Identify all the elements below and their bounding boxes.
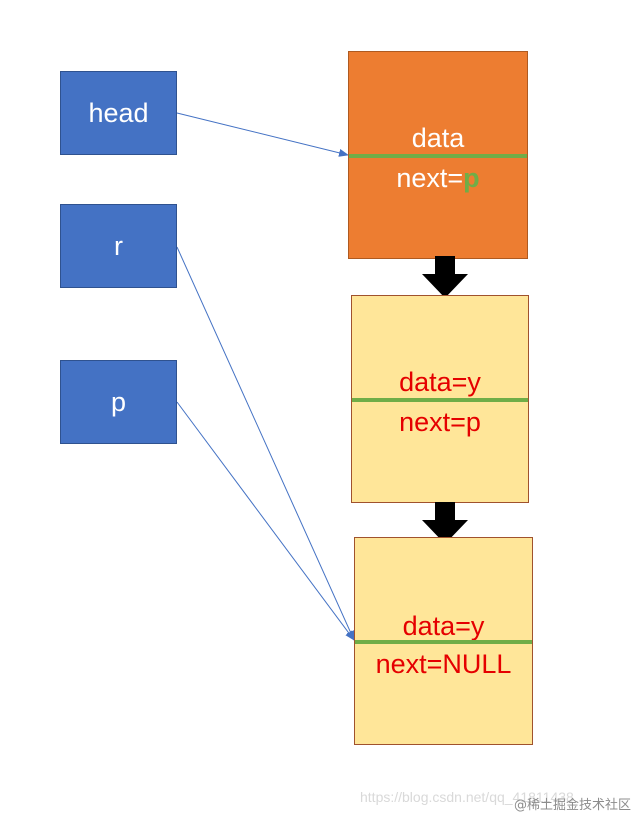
- third-node: data=y next=NULL: [354, 537, 533, 745]
- third-node-divider: [355, 640, 532, 644]
- second-node-next: next=p: [399, 407, 481, 437]
- first-node-next: next=p: [349, 162, 527, 194]
- first-node-divider: [349, 154, 527, 158]
- r-pointer-box: r: [60, 204, 177, 288]
- p-link: [176, 401, 355, 641]
- r-link: [176, 246, 355, 641]
- third-node-data: data=y: [402, 611, 485, 641]
- second-node-divider: [352, 398, 528, 402]
- watermark-brand: @稀土掘金技术社区: [514, 798, 632, 813]
- watermark-url: https://blog.csdn.net/qq_41811438: [360, 789, 574, 805]
- down-arrow-icon: [422, 502, 468, 544]
- first-node-next-target: p: [463, 163, 480, 193]
- r-pointer-label: r: [114, 230, 123, 261]
- first-node: data next=p: [348, 51, 528, 259]
- p-pointer-box: p: [60, 360, 177, 444]
- second-node-data: data=y: [399, 367, 481, 397]
- p-pointer-label: p: [110, 386, 127, 417]
- second-node: data=y next=p: [351, 295, 529, 503]
- first-node-data: data: [411, 123, 465, 153]
- head-link: [176, 112, 349, 157]
- head-pointer-box: head: [60, 71, 177, 155]
- first-node-next-prefix: next=: [396, 163, 464, 193]
- head-pointer-label: head: [88, 97, 149, 128]
- down-arrow-icon: [422, 256, 468, 298]
- third-node-next: next=NULL: [375, 649, 512, 679]
